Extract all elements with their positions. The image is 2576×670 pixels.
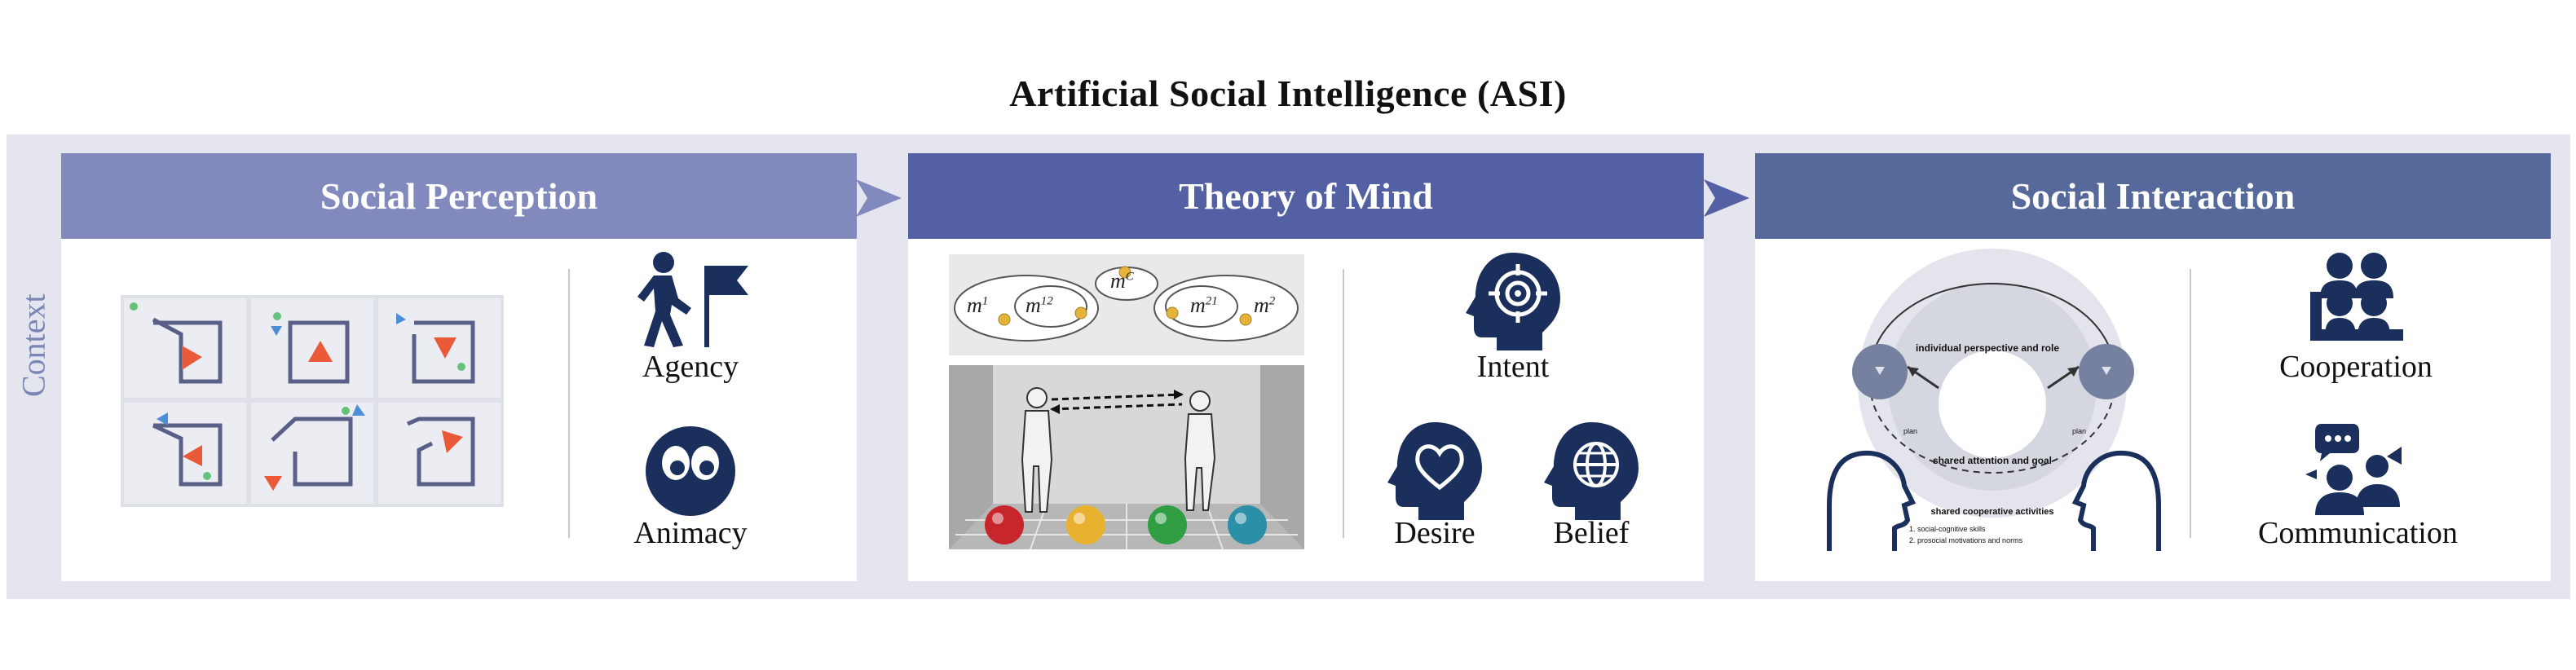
social-interaction-title: Social Interaction	[2010, 175, 2296, 217]
green-dot-2	[273, 312, 281, 320]
motion-frames-grid	[121, 295, 504, 507]
agency-label: Agency	[642, 350, 739, 384]
communication-label: Communication	[2258, 516, 2458, 550]
individual-perspective-text: individual perspective and role	[1915, 342, 2060, 354]
right-head-profile	[2071, 450, 2161, 551]
cooperation-icon	[2310, 253, 2403, 341]
frame-2	[288, 320, 350, 384]
orange-triangle-3	[434, 337, 457, 359]
shared-activities-item-2: 2. prosocial motivations and norms	[1909, 536, 2023, 544]
social-perception-header: Social Perception	[61, 153, 857, 239]
mental-state-mc: mC	[1110, 269, 1134, 293]
figure-title: Artificial Social Intelligence (ASI)	[1009, 73, 1567, 114]
orange-triangle-2	[308, 341, 333, 362]
orange-triangle-4	[183, 445, 202, 466]
agency-icon	[637, 252, 748, 347]
desire-icon	[1387, 422, 1482, 520]
frame-4	[152, 423, 223, 487]
frame-5	[271, 417, 353, 487]
social-interaction-header: Social Interaction	[1755, 153, 2551, 239]
mental-state-m1: m1	[967, 293, 989, 317]
social-interaction-panel: Social Interaction	[1755, 153, 2551, 581]
frame-1	[152, 317, 223, 384]
blue-triangle-3	[396, 313, 406, 324]
orange-triangle-5	[264, 476, 282, 491]
animacy-icon	[646, 426, 735, 516]
shared-attention-text: shared attention and goal	[1932, 455, 2052, 466]
social-perception-title: Social Perception	[320, 175, 598, 217]
interaction-divider	[2190, 269, 2191, 538]
green-dot-3	[457, 363, 465, 371]
green-dot-5	[342, 407, 350, 415]
arrow-tom-to-interaction	[1704, 179, 1749, 217]
mental-state-m12: m12	[1026, 293, 1053, 317]
belief-label: Belief	[1553, 516, 1630, 550]
orange-triangle-1	[182, 346, 202, 370]
blue-triangle-4	[157, 412, 168, 425]
shared-activities-item-1: 1. social-cognitive skills	[1909, 525, 1986, 533]
green-dot-1	[130, 302, 138, 311]
shared-activities-title: shared cooperative activities	[1930, 507, 2054, 517]
frame-6	[407, 417, 475, 487]
left-head-profile	[1827, 450, 1917, 551]
belief-icon	[1544, 422, 1639, 520]
intent-icon	[1466, 253, 1560, 350]
mental-state-m2: m2	[1254, 293, 1276, 317]
plan-left-text: plan	[1903, 427, 1918, 435]
context-label: Context	[15, 293, 52, 397]
left-person	[1021, 387, 1053, 513]
green-dot-4	[203, 472, 211, 480]
blue-triangle-5	[352, 404, 365, 416]
room-scene	[949, 365, 1304, 550]
frame-3	[412, 320, 475, 384]
desire-label: Desire	[1394, 516, 1475, 550]
mental-state-m21: m21	[1190, 293, 1218, 317]
arrow-perception-to-tom	[856, 179, 902, 217]
perception-divider	[568, 269, 570, 538]
tom-divider	[1343, 269, 1344, 538]
blue-triangle-2	[271, 326, 282, 336]
orange-triangle-6	[442, 430, 463, 453]
intent-label: Intent	[1476, 350, 1550, 384]
communication-icon	[2305, 424, 2402, 515]
mental-states-diagram	[949, 254, 1304, 355]
theory-of-mind-header: Theory of Mind	[908, 153, 1704, 239]
animacy-label: Animacy	[633, 516, 748, 550]
theory-of-mind-title: Theory of Mind	[1179, 175, 1433, 217]
cooperation-label: Cooperation	[2279, 350, 2433, 384]
plan-right-text: plan	[2072, 427, 2087, 435]
shared-intentionality-diagram	[1827, 249, 2161, 551]
right-person	[1184, 390, 1216, 511]
